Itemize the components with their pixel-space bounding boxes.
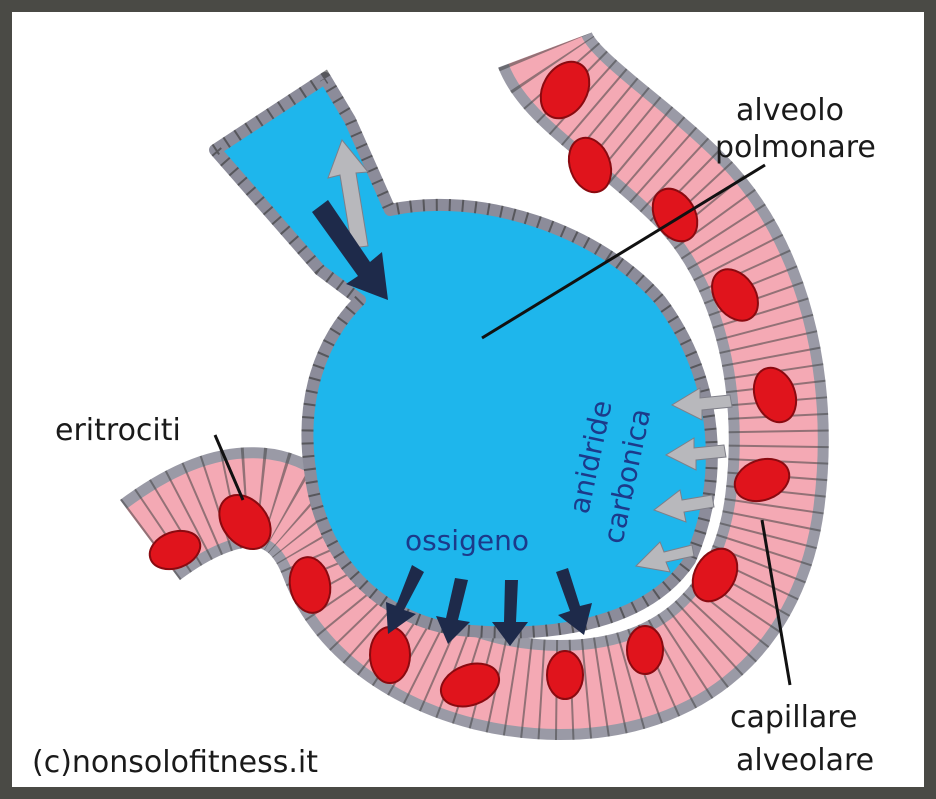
label-eritrociti: eritrociti bbox=[55, 413, 181, 448]
erythrocyte-icon bbox=[547, 651, 583, 699]
erythrocyte-icon bbox=[370, 627, 410, 683]
label-capillare: capillare bbox=[730, 700, 857, 735]
diagram-frame: alveolo polmonare eritrociti ossigeno an… bbox=[12, 12, 924, 787]
erythrocyte-icon bbox=[627, 626, 663, 674]
copyright-text: (c)nonsolofitness.it bbox=[32, 745, 318, 780]
label-ossigeno: ossigeno bbox=[405, 524, 529, 557]
label-alveolo: alveolo bbox=[736, 93, 844, 128]
label-polmonare: polmonare bbox=[715, 130, 876, 165]
alveolus-diagram: alveolo polmonare eritrociti ossigeno an… bbox=[12, 12, 924, 787]
label-alveolare: alveolare bbox=[736, 743, 874, 778]
